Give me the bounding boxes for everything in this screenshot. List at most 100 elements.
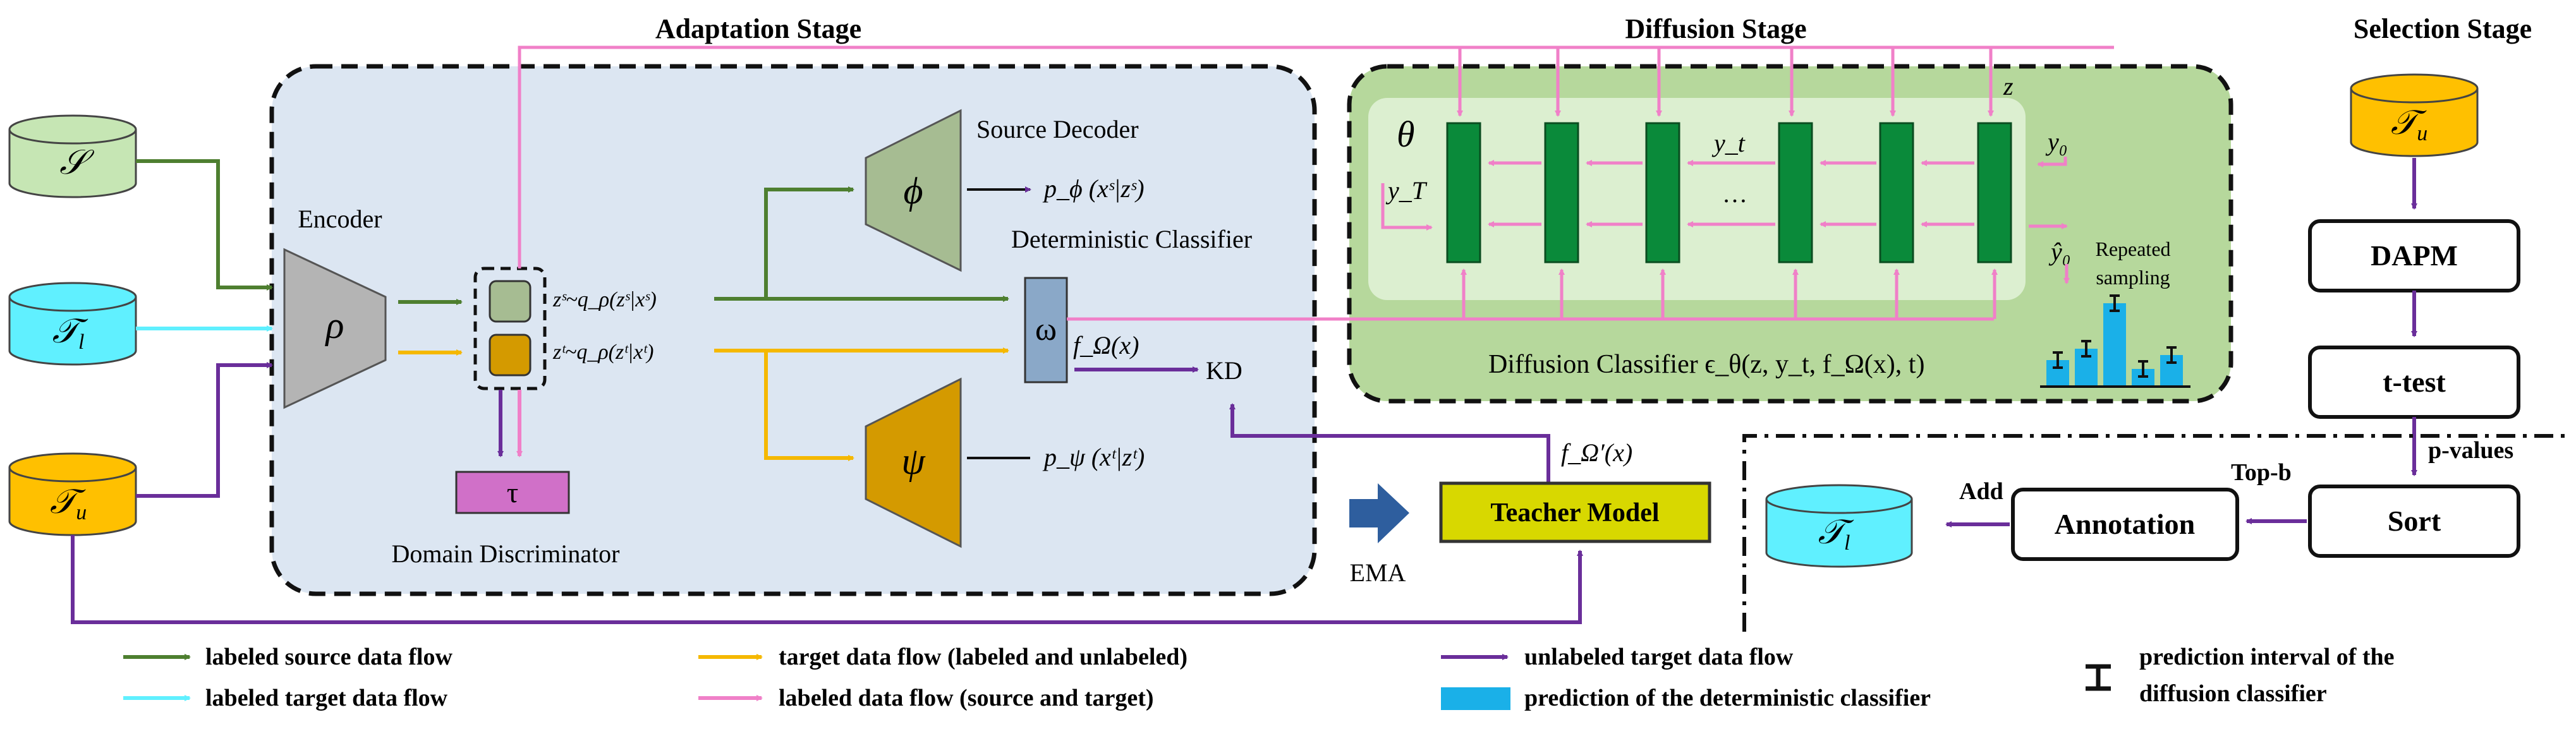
legend-labeled-source: labeled source data flow: [205, 644, 453, 670]
target-unlabeled-selection-dataset: 𝒯u: [2350, 73, 2479, 157]
theta-symbol: θ: [1397, 114, 1415, 155]
repeated-sampling-line2: sampling: [2096, 266, 2170, 289]
diffusion-block: [1645, 122, 1680, 263]
target-labeled-dataset: 𝒯l: [8, 282, 137, 366]
sampling-error-bar: [2081, 340, 2091, 358]
top-b-label: Top-b: [2231, 459, 2292, 486]
output-tl-sub: l: [1844, 531, 1850, 555]
ema-arrow: [1349, 483, 1409, 543]
sampling-error-bar: [2110, 294, 2120, 312]
psi-decoder-block: [865, 377, 962, 548]
legend-interval-line2: diffusion classifier: [2139, 680, 2327, 707]
diffusion-inner-panel: [1368, 98, 2026, 300]
latent-zt: [489, 334, 532, 377]
encoder-label: Encoder: [298, 205, 382, 233]
diffusion-stage-title: Diffusion Stage: [1625, 13, 1806, 44]
z-label: z: [2003, 72, 2014, 100]
phi-symbol: ϕ: [903, 170, 923, 212]
legend-labeled-flow: labeled data flow (source and target): [779, 685, 1154, 711]
domain-discriminator-block: [455, 471, 570, 514]
p-phi-output: p_ϕ (xˢ|zˢ): [1042, 174, 1145, 203]
annotation-box: [2011, 488, 2239, 561]
target-unlabeled-sub: u: [76, 501, 87, 524]
ellipsis-label: …: [1722, 179, 1747, 208]
psi-symbol: ψ: [901, 440, 926, 482]
target-labeled-output-dataset: 𝒯l: [1765, 484, 1913, 568]
omega-symbol: ω: [1035, 311, 1057, 347]
sampling-bar-chart: [2040, 294, 2190, 388]
source-dataset: 𝒮: [8, 114, 137, 198]
diffusion-block: [1879, 122, 1914, 263]
y-0-input-arrow: [2037, 157, 2067, 167]
zs-equation: zˢ~q_ρ(zˢ|xˢ): [552, 288, 657, 311]
y-t-label: y_t: [1711, 129, 1746, 157]
dapm-label: DAPM: [2371, 239, 2458, 272]
target-labeled-sub: l: [78, 330, 84, 354]
tau-symbol: τ: [507, 476, 519, 509]
selection-tu-sub: u: [2417, 122, 2427, 145]
diffusion-block: [1446, 122, 1481, 263]
encoder-block: [283, 248, 387, 409]
latent-group: [473, 267, 547, 390]
add-label: Add: [1959, 478, 2003, 505]
encoder-symbol: ρ: [325, 304, 344, 346]
sampling-bar: [2103, 303, 2126, 387]
sampling-error-bar: [2138, 360, 2148, 378]
latent-zs: [489, 280, 532, 323]
deterministic-classifier-label: Deterministic Classifier: [1011, 225, 1252, 253]
sort-label: Sort: [2388, 505, 2441, 537]
t-test-label: t-test: [2383, 366, 2446, 398]
zt-to-psi-arrow: [764, 351, 854, 461]
sampling-error-bar: [2053, 351, 2063, 369]
legend-unlabeled-target: unlabeled target data flow: [1524, 644, 1794, 670]
target-unlabeled-dataset: 𝒯u: [8, 452, 137, 536]
y-T-label: y_T: [1385, 176, 1428, 205]
legend: labeled source data flow labeled target …: [123, 644, 2395, 711]
y-hat-0-label: ŷ₀: [2048, 238, 2071, 266]
source-to-encoder-arrow: [136, 159, 273, 291]
legend-labeled-target: labeled target data flow: [205, 685, 448, 711]
kd-label: KD: [1206, 356, 1242, 385]
teacher-model-label: Teacher Model: [1490, 498, 1659, 527]
zs-to-phi-arrow: [764, 186, 854, 299]
legend-interval-line1: prediction interval of the: [2139, 644, 2395, 670]
diffusion-arrows: [1457, 47, 1998, 319]
diffusion-block: [1977, 122, 2012, 263]
zt-equation: zᵗ~q_ρ(zᵗ|xᵗ): [552, 340, 653, 364]
legend-prediction-det: prediction of the deterministic classifi…: [1524, 685, 1931, 711]
diffusion-block: [1544, 122, 1579, 263]
p-values-label: p-values: [2428, 437, 2513, 464]
diffusion-blocks: [1446, 122, 2012, 263]
svg-text:𝒯u: 𝒯u: [2391, 104, 2427, 145]
legend-target-flow: target data flow (labeled and unlabeled): [779, 644, 1188, 670]
f-omega-prime-label: f_Ω′(x): [1561, 438, 1632, 467]
f-omega-label: f_Ω(x): [1073, 331, 1139, 359]
adaptation-stage-title: Adaptation Stage: [655, 13, 861, 44]
p-psi-output: p_ψ (xᵗ|zᵗ): [1042, 443, 1145, 471]
ema-label: EMA: [1350, 558, 1406, 587]
target-unlabeled-to-encoder-arrow: [136, 362, 273, 498]
teacher-to-kd-arrow: [1229, 403, 1550, 483]
selection-boundary: [1742, 434, 2566, 632]
y-T-input-arrow: [1381, 183, 1433, 231]
adaptation-panel: [269, 64, 1317, 596]
legend-interval-icon: [2086, 664, 2111, 691]
repeated-sampling-line1: Repeated: [2095, 238, 2170, 260]
source-decoder-label: Source Decoder: [976, 115, 1139, 143]
annotation-label: Annotation: [2055, 508, 2195, 540]
y-0-label: y₀: [2045, 128, 2068, 156]
unlabeled-to-teacher-arrow: [71, 535, 1583, 624]
teacher-model-block: [1439, 481, 1711, 543]
selection-stage-title: Selection Stage: [2354, 13, 2532, 44]
omega-classifier-block: [1024, 277, 1068, 383]
sampling-error-bar: [2166, 346, 2177, 364]
diffusion-classifier-label: Diffusion Classifier ϵ_θ(z, y_t, f_Ω(x),…: [1488, 350, 1924, 379]
diffusion-block: [1778, 122, 1813, 263]
phi-decoder-block: [865, 109, 962, 272]
domain-discriminator-label: Domain Discriminator: [391, 539, 619, 568]
latent-pink-top-line: [518, 45, 2114, 268]
legend-blue-swatch: [1441, 687, 1510, 710]
sort-box: [2308, 485, 2520, 558]
svg-text:Top-b: Top-b: [2231, 459, 2292, 486]
